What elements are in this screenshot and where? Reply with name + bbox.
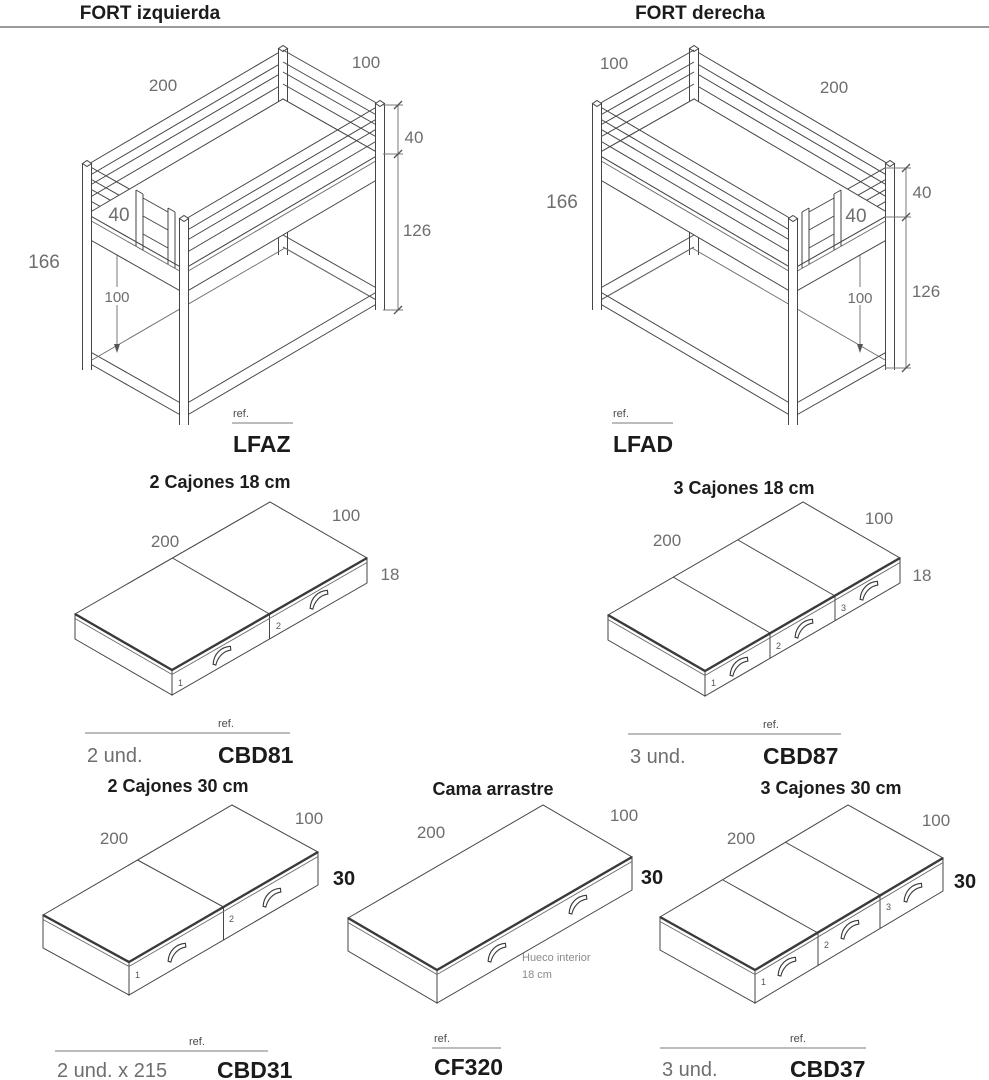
- unit-2cajones30-drawing: 2 Cajones 30 cm 1 2 200 100 30 ref. 2 un…: [41, 776, 355, 1080]
- drawer-number: 1: [178, 678, 183, 688]
- unit-3cajones30-title: 3 Cajones 30 cm: [760, 778, 901, 798]
- unit-3cajones30-dim-width: 100: [922, 811, 950, 830]
- unit-2cajones30-count: 2 und. x 215: [57, 1060, 167, 1080]
- unit-cama-arrastre-title: Cama arrastre: [432, 779, 553, 799]
- unit-2cajones30-dim-height: 30: [333, 868, 355, 890]
- drawer-number: 3: [886, 902, 891, 912]
- unit-cama-arrastre-note-1: Hueco interior: [522, 952, 591, 964]
- drawer-number: 2: [229, 914, 234, 924]
- bed-right-ref-label: ref.: [613, 408, 629, 420]
- unit-cama-arrastre-dim-length: 200: [417, 823, 445, 842]
- bed-right-dim-gate: 40: [845, 206, 866, 227]
- unit-3cajones30-drawing: 3 Cajones 30 cm 1 2 3 200 100 30 ref. 3 …: [658, 778, 976, 1080]
- unit-2cajones18-ref-label: ref.: [218, 718, 234, 730]
- unit-cama-arrastre-note-2: 18 cm: [522, 969, 552, 981]
- unit-3cajones30-dim-height: 30: [954, 871, 976, 893]
- drawer-number: 1: [135, 970, 140, 980]
- bed-left-dim-width: 100: [352, 53, 380, 72]
- unit-3cajones30-dim-length: 200: [727, 829, 755, 848]
- unit-2cajones18-ref-code: CBD81: [218, 742, 294, 768]
- bed-left-drawing: 40 126 200 100 166 40 100 ref. LFAZ: [28, 45, 431, 457]
- unit-cama-arrastre-dim-height: 30: [641, 867, 663, 889]
- unit-3cajones30-ref-label: ref.: [790, 1033, 806, 1045]
- page-title-left: FORT izquierda: [80, 3, 221, 24]
- unit-3cajones30-count: 3 und.: [662, 1059, 718, 1080]
- bed-left-dim-base: 126: [403, 221, 431, 240]
- unit-2cajones18-dim-length: 200: [151, 532, 179, 551]
- drawer-number: 1: [711, 678, 716, 688]
- unit-2cajones30-ref-code: CBD31: [217, 1057, 293, 1080]
- unit-cama-arrastre-dim-width: 100: [610, 806, 638, 825]
- page-title-right: FORT derecha: [635, 3, 765, 24]
- bed-left-dim-rail: 40: [405, 128, 424, 147]
- bed-right-dim-clearance: 100: [847, 290, 872, 307]
- unit-2cajones30-title: 2 Cajones 30 cm: [107, 776, 248, 796]
- bed-right-dim-base: 126: [912, 282, 940, 301]
- unit-3cajones18-dim-height: 18: [913, 566, 932, 585]
- unit-3cajones18-drawing: 3 Cajones 18 cm 1 2 3 200 100 18 ref. 3 …: [607, 478, 932, 769]
- unit-cama-arrastre-drawing: Cama arrastre Hueco interior 18 cm 200 1…: [347, 779, 663, 1080]
- drawer-number: 1: [761, 977, 766, 987]
- bed-right-dim-rail: 40: [913, 183, 932, 202]
- unit-3cajones30-ref-code: CBD37: [790, 1056, 865, 1080]
- unit-3cajones18-title: 3 Cajones 18 cm: [673, 478, 814, 498]
- unit-2cajones18-dim-height: 18: [381, 565, 400, 584]
- unit-3cajones18-ref-label: ref.: [763, 719, 779, 731]
- drawer-number: 2: [776, 641, 781, 651]
- unit-3cajones18-count: 3 und.: [630, 746, 686, 768]
- unit-2cajones30-dim-width: 100: [295, 809, 323, 828]
- drawer-number: 2: [824, 940, 829, 950]
- bed-right-drawing: 40 126 100 200 166 40 100 ref. LFAD: [546, 45, 940, 457]
- bed-left-ref-code: LFAZ: [233, 431, 291, 457]
- bed-left-ref-label: ref.: [233, 408, 249, 420]
- unit-cama-arrastre-ref-code: CF320: [434, 1054, 503, 1080]
- bed-right-dim-length: 200: [820, 78, 848, 97]
- unit-2cajones18-title: 2 Cajones 18 cm: [149, 472, 290, 492]
- unit-2cajones30-dim-length: 200: [100, 829, 128, 848]
- unit-2cajones30-ref-label: ref.: [189, 1036, 205, 1048]
- unit-cama-arrastre-ref-label: ref.: [434, 1033, 450, 1045]
- bed-right-ref-code: LFAD: [613, 431, 673, 457]
- unit-3cajones18-dim-width: 100: [865, 509, 893, 528]
- bed-left-dim-length: 200: [149, 76, 177, 95]
- drawer-number: 2: [276, 621, 281, 631]
- drawer-number: 3: [841, 603, 846, 613]
- unit-2cajones18-dim-width: 100: [332, 506, 360, 525]
- unit-2cajones18-count: 2 und.: [87, 745, 143, 767]
- bed-right-dim-total: 166: [546, 192, 578, 213]
- unit-2cajones18-drawing: 2 Cajones 18 cm 1 2 200 100 18 ref. 2 un…: [73, 472, 400, 768]
- bed-left-dim-gate: 40: [108, 205, 129, 226]
- unit-3cajones18-dim-length: 200: [653, 531, 681, 550]
- bed-left-dim-clearance: 100: [104, 289, 129, 306]
- bed-right-dim-width: 100: [600, 54, 628, 73]
- unit-3cajones18-ref-code: CBD87: [763, 743, 838, 769]
- bed-left-dim-total: 166: [28, 252, 60, 273]
